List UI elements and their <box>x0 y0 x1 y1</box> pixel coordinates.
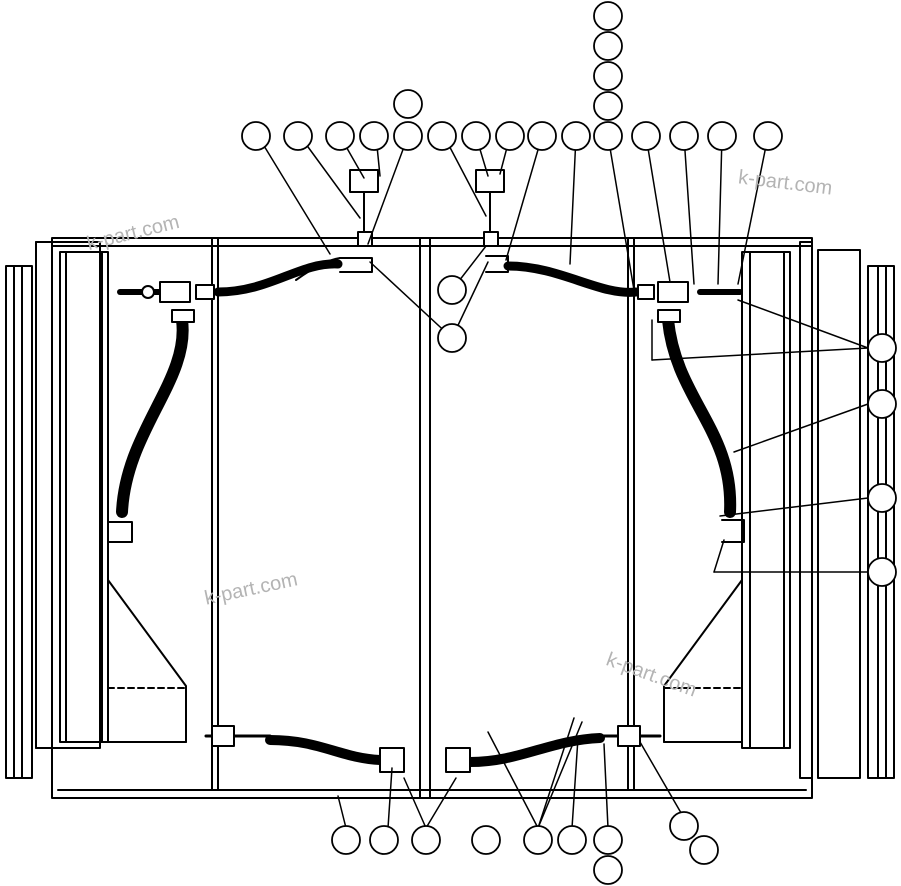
callout <box>593 121 623 151</box>
lower-hose-right <box>445 725 662 773</box>
callout <box>359 121 389 151</box>
callout <box>707 121 737 151</box>
callout <box>867 483 897 513</box>
callout <box>471 825 501 855</box>
callout <box>689 835 719 865</box>
upper-hose-left <box>117 259 343 303</box>
callout <box>527 121 557 151</box>
callout <box>753 121 783 151</box>
callout <box>369 825 399 855</box>
callout <box>561 121 591 151</box>
right-side-shroud <box>663 241 895 779</box>
callout <box>593 855 623 885</box>
side-hose-right <box>657 309 745 543</box>
callout <box>669 811 699 841</box>
callout <box>283 121 313 151</box>
callout <box>867 389 897 419</box>
sensor-fitting-right <box>475 169 509 273</box>
callout <box>393 121 423 151</box>
callout <box>411 825 441 855</box>
side-hose-left <box>107 309 195 543</box>
callout <box>461 121 491 151</box>
callout <box>593 61 623 91</box>
left-side-shroud <box>5 241 187 779</box>
callout <box>427 121 457 151</box>
lower-hose-left <box>204 725 405 773</box>
callout <box>593 1 623 31</box>
callout <box>437 323 467 353</box>
callout <box>557 825 587 855</box>
callout <box>325 121 355 151</box>
upper-hose-right <box>503 261 743 303</box>
callout <box>631 121 661 151</box>
callout <box>523 825 553 855</box>
callout-circles <box>241 1 897 885</box>
callout <box>669 121 699 151</box>
callout <box>241 121 271 151</box>
callout <box>495 121 525 151</box>
callout <box>867 557 897 587</box>
callout <box>437 275 467 305</box>
callout <box>593 91 623 121</box>
callout <box>867 333 897 363</box>
leader-lines <box>257 135 869 829</box>
callout <box>593 825 623 855</box>
callout <box>331 825 361 855</box>
callout <box>393 89 423 119</box>
radiator-frame <box>51 237 813 799</box>
callout <box>593 31 623 61</box>
